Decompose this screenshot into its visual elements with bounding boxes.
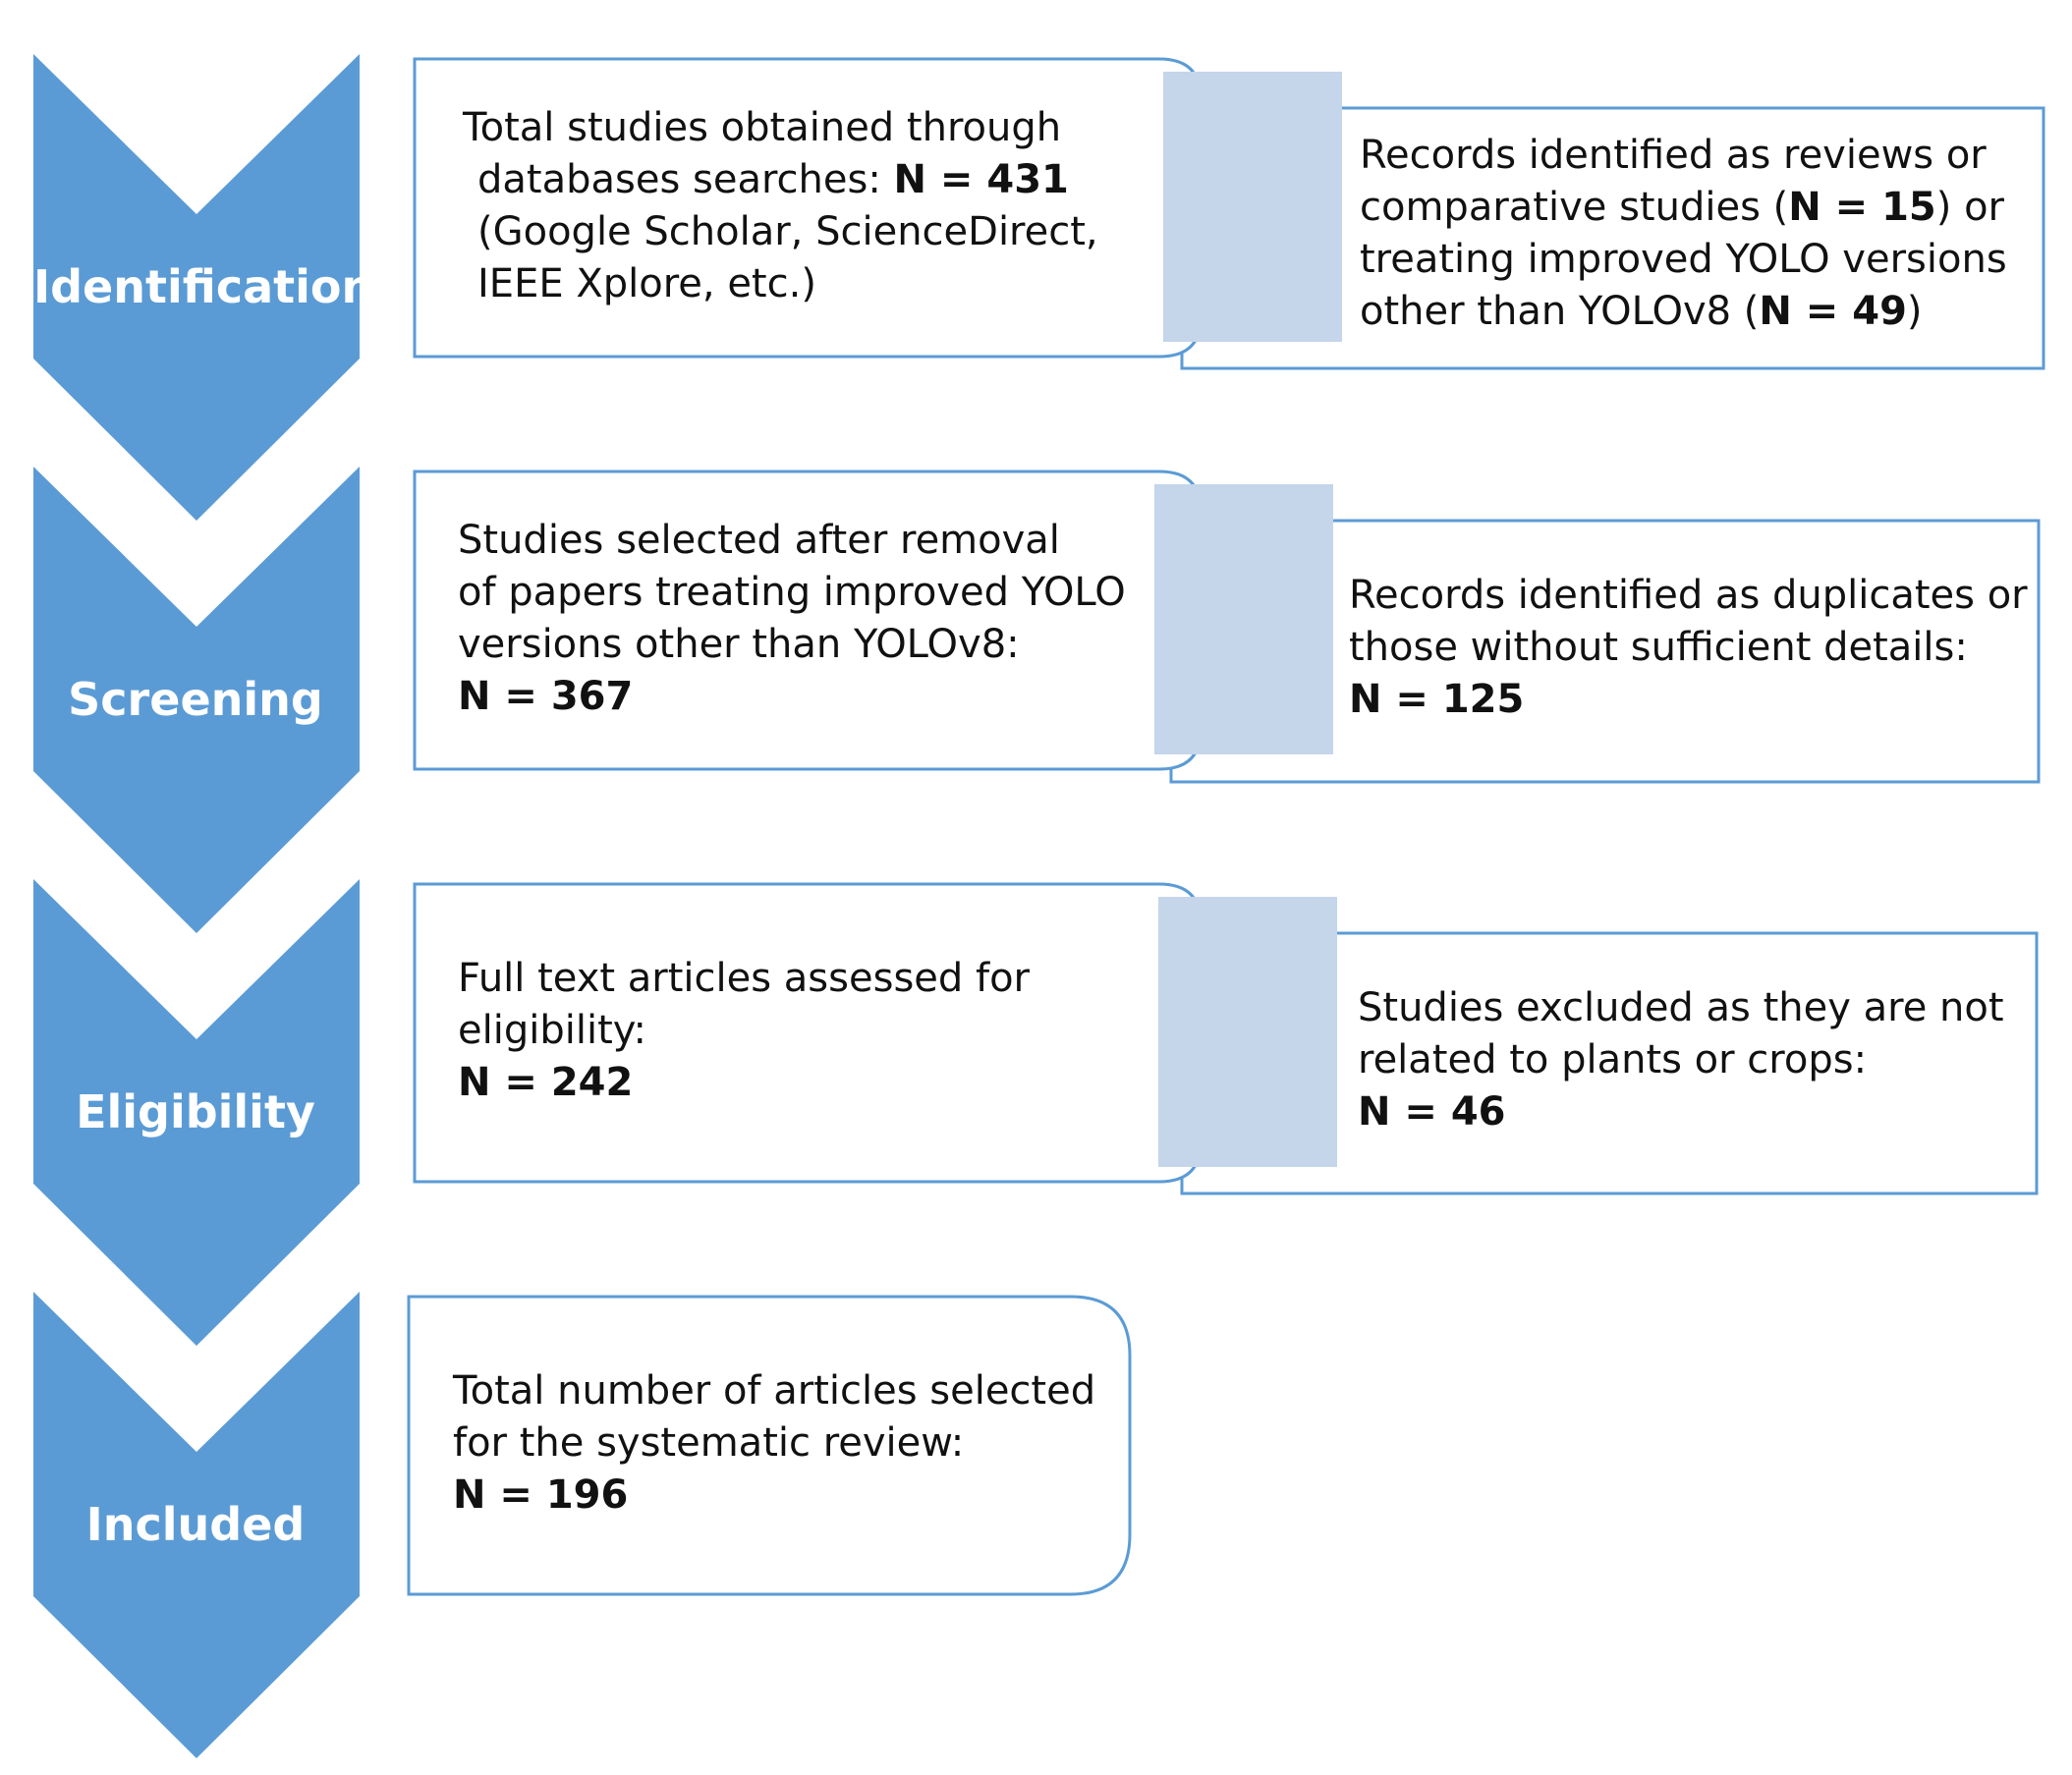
exclusion-box-line: Records identified as reviews or	[1360, 133, 1987, 178]
connector-arrow-screening	[1154, 484, 1333, 754]
main-box-text-screening: Studies selected after removal of papers…	[458, 515, 1126, 723]
main-box-text-eligibility: Full text articles assessed for eligibil…	[458, 953, 1030, 1109]
main-box-line: N = 196	[453, 1470, 1095, 1522]
stage-label-eligibility: Eligibility	[76, 1085, 315, 1138]
exclusion-box-line: Studies excluded as they are not	[1358, 985, 2004, 1030]
main-box-included	[407, 1295, 1132, 1596]
main-box-line: Total number of articles selected	[453, 1368, 1096, 1414]
chevron-identification	[33, 54, 360, 521]
exclusion-box-line: those without sufficient details:	[1349, 625, 1968, 670]
main-box-line: databases searches: N = 431	[477, 157, 1069, 202]
exclusion-box-line: Records identified as duplicates or	[1349, 573, 2028, 618]
count-value: N = 367	[458, 674, 634, 719]
stage-label-identification: Identification	[33, 260, 374, 313]
exclusion-box-text-eligibility: Studies excluded as they are not related…	[1358, 982, 2004, 1138]
exclusion-box-line: treating improved YOLO versions	[1360, 237, 2007, 282]
stage-label-included: Included	[85, 1498, 306, 1551]
chevron-screening	[33, 467, 360, 933]
main-box-text-identification: Total studies obtained through databases…	[463, 102, 1098, 310]
count-value: N = 15	[1788, 185, 1936, 230]
count-value: N = 49	[1759, 289, 1907, 334]
count-value: N = 196	[453, 1472, 629, 1518]
count-value: N = 431	[893, 157, 1069, 202]
main-box-line: N = 367	[458, 671, 1126, 723]
main-box-line: for the systematic review:	[453, 1420, 965, 1466]
exclusion-box-line: comparative studies (N = 15) or	[1360, 185, 2004, 230]
exclusion-box-line: related to plants or crops:	[1358, 1037, 1868, 1082]
chevron-included	[33, 1292, 360, 1758]
exclusion-box-text-screening: Records identified as duplicates or thos…	[1349, 570, 2028, 726]
main-box-line: N = 242	[458, 1057, 1030, 1109]
main-box-line: of papers treating improved YOLO	[458, 570, 1126, 615]
chevron-eligibility	[33, 879, 360, 1346]
main-box-line: eligibility:	[458, 1008, 646, 1053]
stage-label-screening: Screening	[68, 673, 323, 726]
main-box-line: IEEE Xplore, etc.)	[477, 261, 816, 306]
main-box-line: Total studies obtained through	[463, 105, 1062, 150]
exclusion-box-line: N = 46	[1358, 1086, 2004, 1138]
exclusion-box-line: N = 125	[1349, 674, 2028, 726]
main-box-text-included: Total number of articles selected for th…	[453, 1365, 1095, 1522]
main-box-line: Studies selected after removal	[458, 518, 1060, 563]
count-value: N = 125	[1349, 677, 1525, 722]
exclusion-box-text-identification: Records identified as reviews or compara…	[1360, 130, 2007, 338]
count-value: N = 46	[1358, 1089, 1506, 1135]
main-box-line: (Google Scholar, ScienceDirect,	[477, 209, 1098, 254]
exclusion-box-line: other than YOLOv8 (N = 49)	[1360, 289, 1923, 334]
main-box-line: versions other than YOLOv8:	[458, 622, 1020, 667]
connector-arrow-eligibility	[1158, 897, 1337, 1167]
connector-arrow-identification	[1163, 72, 1342, 342]
main-box-line: Full text articles assessed for	[458, 956, 1030, 1001]
count-value: N = 242	[458, 1060, 634, 1105]
